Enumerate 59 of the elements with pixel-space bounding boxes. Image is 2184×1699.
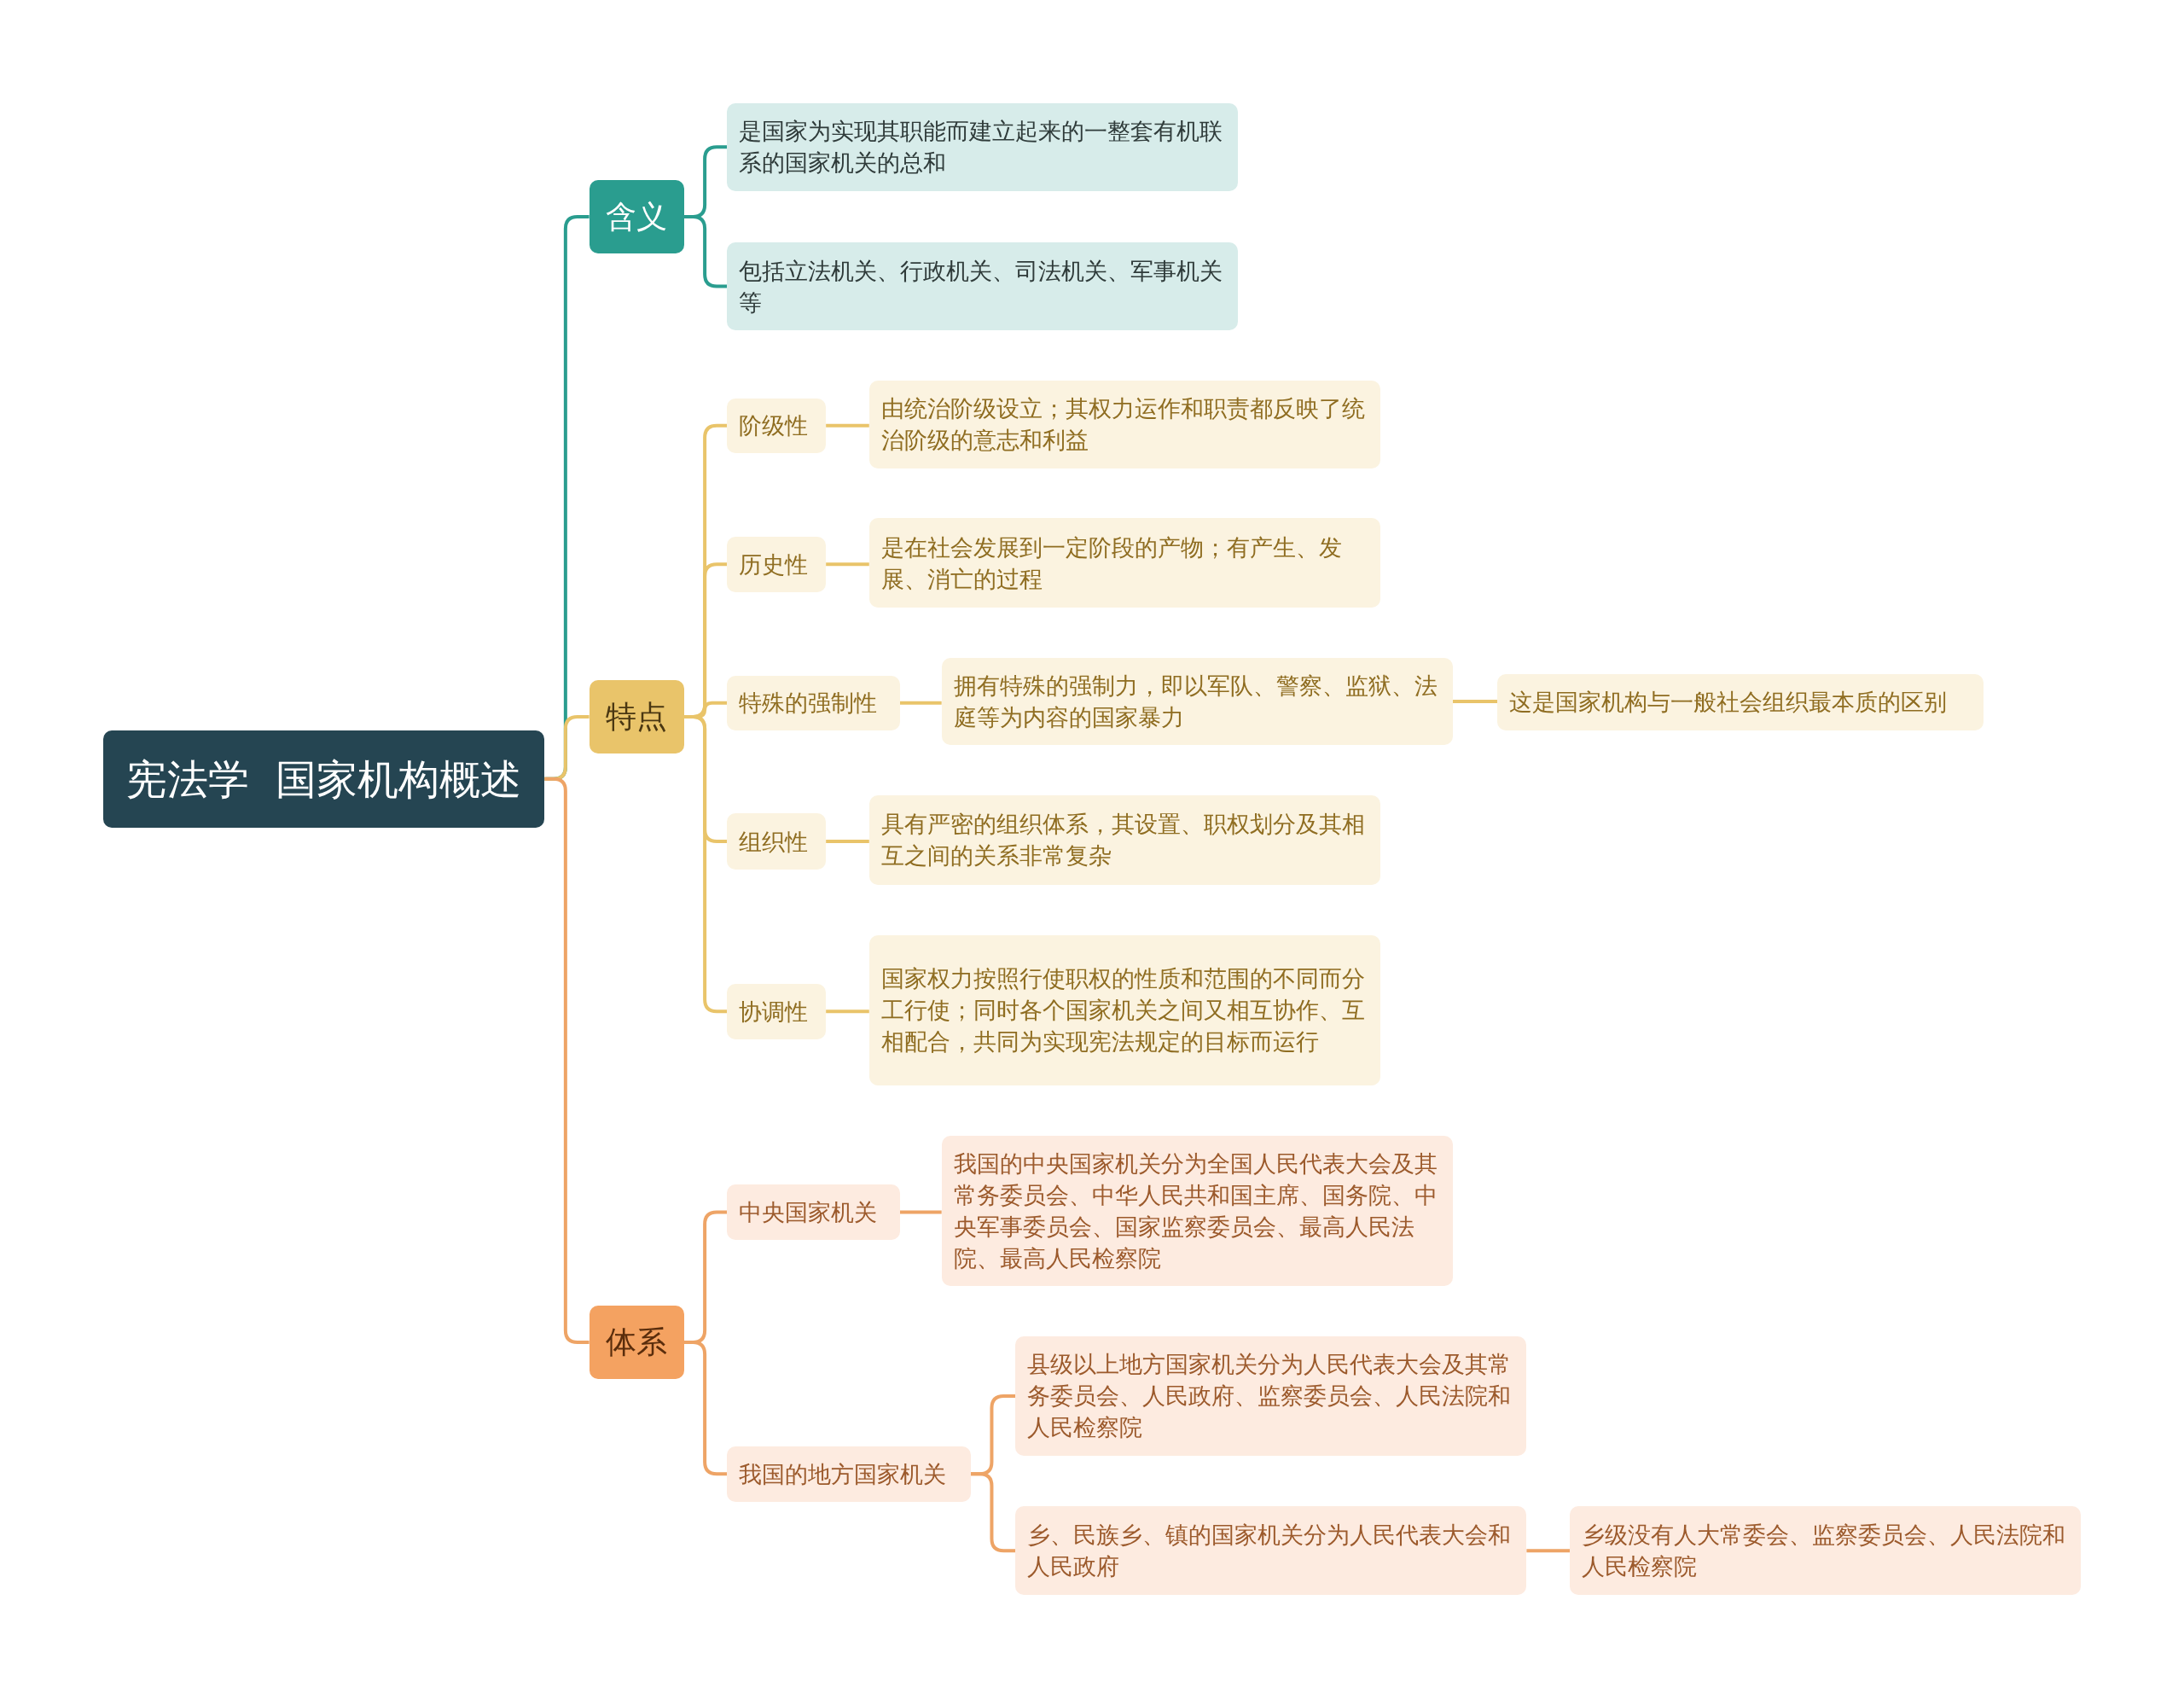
topic-text: 这是国家机构与一般社会组织最本质的区别 [1509, 688, 1948, 718]
topic-text: 我国的中央国家机关分为全国人民代表大会及其常务委员会、中华人民共和国主席、国务院、中央军事委员会、国家监察委员会、最高人民法院、最高人民检察院 [953, 1149, 1438, 1273]
topic-box [941, 1135, 1453, 1286]
topic-text: 特殊的强制性 [739, 689, 878, 719]
connector-line [544, 777, 590, 1345]
topic-text: 包括立法机关、行政机关、司法机关、军事机关等 [739, 256, 1224, 317]
topic-text: 由统治阶级设立；其权力运作和职责都反映了统治阶级的意志和利益 [880, 394, 1366, 456]
topic-box [727, 242, 1239, 330]
topic-text: 协调性 [739, 997, 809, 1027]
connector-line [970, 1472, 1016, 1553]
topic-box [727, 536, 827, 592]
branch-topic [589, 679, 684, 754]
topic-box [727, 675, 900, 730]
connector-line [826, 562, 869, 567]
branch-topic [589, 179, 684, 254]
topic-text: 组织性 [739, 827, 809, 857]
topic-box [868, 795, 1380, 885]
connector-line [683, 214, 728, 288]
topic-text: 特点 [606, 698, 668, 736]
topic-text: 县级以上地方国家机关分为人民代表大会及其常务委员会、人民政府、监察委员会、人民法院和人民检察院 [1027, 1350, 1513, 1443]
topic-text: 是国家为实现其职能而建立起来的一整套有机联系的国家机关的总和 [739, 117, 1224, 178]
topic-box [1015, 1335, 1527, 1457]
connector-line [826, 840, 869, 844]
topic-box [868, 380, 1380, 468]
topic-text: 含义 [606, 197, 668, 236]
connector-line [899, 701, 942, 705]
topic-box [727, 398, 827, 453]
topic-text: 乡级没有人大常委会、监察委员会、人民法院和人民检察院 [1582, 1521, 2066, 1582]
topic-text: 我国的地方国家机关 [739, 1459, 947, 1489]
topic-text: 是在社会发展到一定阶段的产物；有产生、发展、消亡的过程 [880, 532, 1343, 594]
connector-line [683, 1341, 728, 1476]
connector-line [826, 1010, 869, 1014]
topic-box [727, 102, 1239, 191]
topic-text: 宪法学 国家机构概述 [126, 753, 521, 805]
connector-line [683, 715, 728, 1014]
topic-text: 拥有特殊的强制力，即以军队、警察、监狱、法庭等为内容的国家暴力 [953, 672, 1438, 733]
topic-box [727, 983, 827, 1039]
topic-box [941, 657, 1453, 746]
root-topic [102, 730, 545, 828]
connector-line [899, 1210, 942, 1214]
connector-line [1526, 1549, 1570, 1553]
topic-text: 阶级性 [739, 411, 809, 441]
topic-box [727, 813, 827, 870]
topic-text: 体系 [606, 1324, 668, 1362]
topic-box [1497, 674, 1984, 730]
topic-box [727, 1184, 900, 1241]
topic-text: 历史性 [739, 550, 809, 579]
topic-box [1015, 1505, 1527, 1596]
topic-box [868, 934, 1380, 1085]
connector-line [826, 423, 869, 428]
connector-line [1452, 700, 1498, 704]
topic-box [727, 1446, 971, 1502]
topic-text: 具有严密的组织体系，其设置、职权划分及其相互之间的关系非常复杂 [880, 810, 1366, 871]
topic-box [1570, 1505, 2082, 1596]
topic-text: 乡、民族乡、镇的国家机关分为人民代表大会和人民政府 [1027, 1521, 1513, 1582]
topic-text: 中央国家机关 [739, 1197, 878, 1227]
topic-box [868, 518, 1380, 608]
topic-text: 国家权力按照行使职权的性质和范围的不同而分工行使；同时各个国家机关之间又相互协作、互相配合，共同为实现宪法规定的目标而运行 [880, 964, 1366, 1057]
branch-topic [589, 1305, 684, 1380]
